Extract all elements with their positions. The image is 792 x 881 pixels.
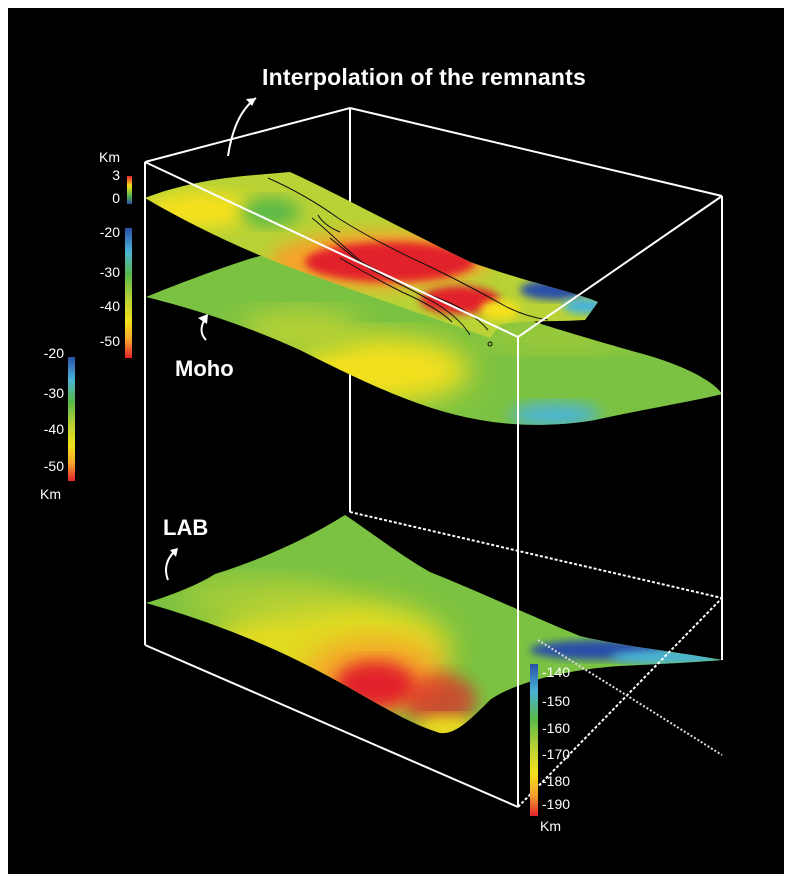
colorbar-lab-tick: -140 <box>542 664 571 680</box>
figure-title: Interpolation of the remnants <box>262 64 586 90</box>
lab-arrowhead-icon <box>170 548 178 557</box>
colorbar-lab <box>530 664 538 816</box>
moho-surface <box>146 249 722 425</box>
moho-label: Moho <box>175 356 234 381</box>
colorbar-remnants-tick: 0 <box>112 190 120 206</box>
bounding-box-front <box>144 161 723 808</box>
colorbar-lab-tick: -160 <box>542 720 571 736</box>
colorbar-2-tick: -50 <box>99 333 120 349</box>
lab-label: LAB <box>163 515 209 540</box>
colorbar-moho-tick: -20 <box>43 345 64 361</box>
title-arrowhead-icon <box>246 98 256 106</box>
colorbar-2 <box>125 228 132 358</box>
colorbar-2-tick: -30 <box>99 264 120 280</box>
colorbar-remnants-tick: 3 <box>112 167 120 183</box>
colorbar-moho-tick: -50 <box>43 458 64 474</box>
moho-arrowhead-icon <box>198 314 208 324</box>
bounding-box-diagonal <box>537 639 723 756</box>
colorbar-lab-tick: -190 <box>542 796 571 812</box>
background-panel <box>8 8 784 874</box>
colorbar-remnants-unit: Km <box>99 149 120 165</box>
colorbar-2-tick: -40 <box>99 298 120 314</box>
lab-arrow-icon <box>165 551 175 581</box>
colorbar-lab-tick: -170 <box>542 746 571 762</box>
colorbar-lab-tick: -150 <box>542 693 571 709</box>
colorbar-remnants <box>127 176 132 204</box>
colorbar-moho-unit: Km <box>40 486 61 502</box>
colorbar-lab-tick: -180 <box>542 773 571 789</box>
colorbar-moho-tick: -40 <box>43 421 64 437</box>
colorbar-moho <box>68 357 75 481</box>
colorbar-2-tick: -20 <box>99 224 120 240</box>
colorbar-moho-tick: -30 <box>43 385 64 401</box>
colorbar-lab-unit: Km <box>540 818 561 834</box>
